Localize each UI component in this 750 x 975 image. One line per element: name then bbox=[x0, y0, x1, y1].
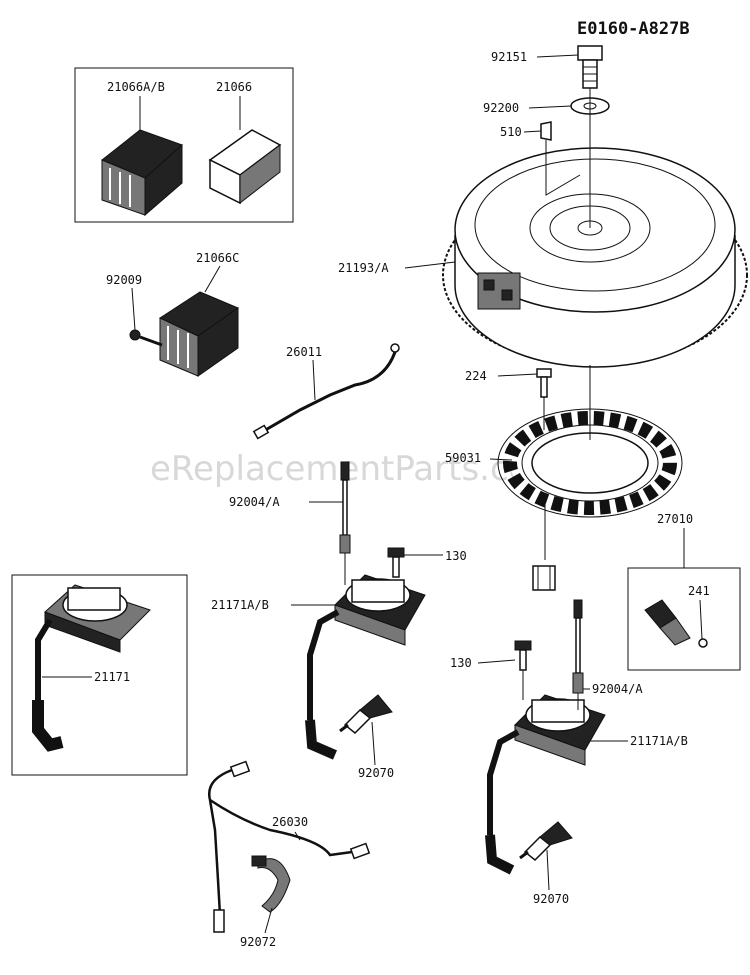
label-26011: 26011 bbox=[286, 345, 322, 359]
label-224: 224 bbox=[465, 369, 487, 383]
switch-27010-box bbox=[627, 567, 741, 671]
label-92004a-left: 92004/A bbox=[229, 495, 280, 509]
leader-130-right bbox=[477, 659, 516, 664]
ignition-coil-21171-part[interactable] bbox=[32, 584, 151, 752]
leader-241 bbox=[699, 599, 703, 640]
bolt-130-left-part[interactable] bbox=[387, 547, 405, 578]
label-26030: 26030 bbox=[272, 815, 308, 829]
label-92151: 92151 bbox=[491, 50, 527, 64]
leader-26030 bbox=[294, 831, 301, 841]
bolt-92151-part[interactable] bbox=[577, 45, 603, 89]
regulator-21066-part[interactable] bbox=[208, 129, 282, 205]
regulator-21066c-part[interactable] bbox=[158, 291, 240, 377]
stator-59031-part[interactable] bbox=[497, 408, 683, 518]
bolt-224-part[interactable] bbox=[536, 368, 552, 398]
label-21066: 21066 bbox=[216, 80, 252, 94]
regulator-group-box bbox=[74, 67, 294, 223]
flywheel-21193a-part[interactable] bbox=[442, 147, 748, 368]
label-27010: 27010 bbox=[657, 512, 693, 526]
leader-21193a bbox=[404, 261, 456, 269]
leader-224 bbox=[497, 373, 538, 377]
regulator-21066ab-part[interactable] bbox=[101, 129, 183, 217]
stud-92004a-left-part[interactable] bbox=[339, 461, 351, 554]
watermark: eReplacementParts.com bbox=[150, 449, 563, 489]
label-130-left: 130 bbox=[445, 549, 467, 563]
screw-92009-part[interactable] bbox=[129, 329, 163, 347]
label-21193a: 21193/A bbox=[338, 261, 389, 275]
ignition-coil-21171ab-left-part[interactable] bbox=[305, 574, 426, 760]
bolt-130-right-part[interactable] bbox=[514, 640, 532, 671]
label-92200: 92200 bbox=[483, 101, 519, 115]
leader-510 bbox=[523, 130, 542, 133]
label-21066c: 21066C bbox=[196, 251, 239, 265]
leader-92151 bbox=[536, 54, 579, 58]
stator-connector bbox=[532, 565, 556, 591]
screw-241-part[interactable] bbox=[698, 638, 708, 648]
key-510-part[interactable] bbox=[540, 121, 552, 141]
label-21066ab: 21066A/B bbox=[107, 80, 165, 94]
ignition-coil-21171ab-right-part[interactable] bbox=[485, 694, 606, 875]
leader-92009 bbox=[131, 287, 136, 331]
label-92072: 92072 bbox=[240, 935, 276, 949]
label-92070-left: 92070 bbox=[358, 766, 394, 780]
leader-92070-right bbox=[546, 849, 550, 891]
clamp-92072-part[interactable] bbox=[251, 855, 291, 913]
wire-harness-26030-part[interactable] bbox=[208, 760, 371, 933]
leader-92072 bbox=[264, 907, 273, 934]
diagram-code: E0160-A827B bbox=[577, 19, 690, 39]
label-92009: 92009 bbox=[106, 273, 142, 287]
leader-26011 bbox=[312, 359, 316, 401]
leader-59031 bbox=[489, 458, 513, 461]
coil-21171-box bbox=[11, 574, 188, 776]
label-130-right: 130 bbox=[450, 656, 472, 670]
stud-92004a-right-part[interactable] bbox=[572, 599, 584, 694]
spark-plug-92070-left-part[interactable] bbox=[339, 694, 393, 735]
label-21171: 21171 bbox=[94, 670, 130, 684]
leader-92200 bbox=[528, 105, 572, 109]
oil-switch-27010-part[interactable] bbox=[644, 599, 691, 646]
label-21171ab-left: 21171A/B bbox=[211, 598, 269, 612]
leader-21066c bbox=[204, 265, 221, 293]
spark-plug-92070-right-part[interactable] bbox=[519, 821, 573, 862]
label-59031: 59031 bbox=[445, 451, 481, 465]
lead-wire-26011-part[interactable] bbox=[252, 343, 400, 440]
key-axis bbox=[545, 140, 581, 196]
label-92004a-right: 92004/A bbox=[592, 682, 643, 696]
label-510: 510 bbox=[500, 125, 522, 139]
label-241: 241 bbox=[688, 584, 710, 598]
label-92070-right: 92070 bbox=[533, 892, 569, 906]
label-21171ab-right: 21171A/B bbox=[630, 734, 688, 748]
leader-92070-left bbox=[371, 721, 376, 766]
